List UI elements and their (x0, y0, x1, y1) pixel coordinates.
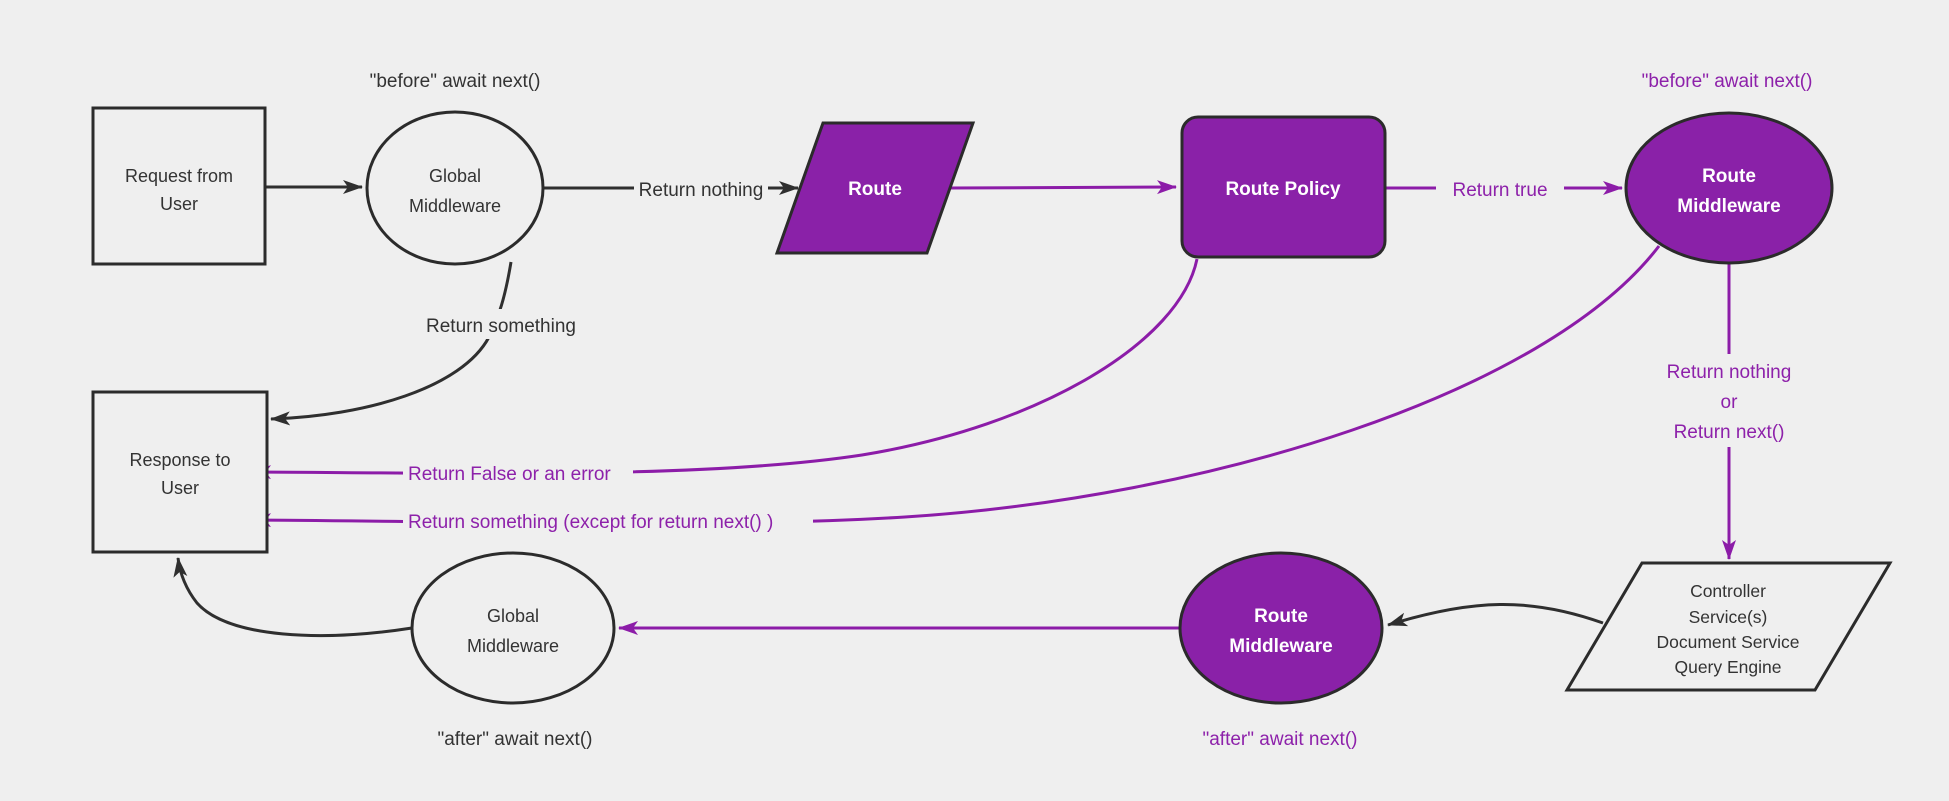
label-bg-return-false (403, 457, 633, 487)
node-response-to-user (91, 390, 269, 554)
node-request-from-user (91, 106, 267, 266)
node-global-mw-bottom-line2: Middleware (467, 636, 559, 656)
label-bg-return-something (404, 309, 598, 339)
node-route-mw-top-line1: Route (1702, 166, 1756, 187)
edge-label-before-await-next-purple: "before" await next() (1642, 71, 1813, 92)
node-request-line1: Request from (125, 166, 233, 186)
edge-global-mw-bottom-to-response (173, 557, 413, 637)
node-route-policy-label: Route Policy (1225, 179, 1341, 200)
node-controller-line3: Document Service (1657, 632, 1800, 652)
node-controller-services (1564, 561, 1893, 692)
edge-global-mw-top-to-response (270, 261, 513, 426)
edge-label-return-something: Return something (426, 316, 576, 337)
node-global-mw-bottom-line1: Global (487, 606, 539, 626)
node-controller-line2: Service(s) (1689, 607, 1768, 627)
node-route-policy (1180, 115, 1387, 259)
edge-label-return-something-except: Return something (except for return next… (408, 512, 773, 533)
edge-label-return-nothing-or-line3: Return next() (1674, 422, 1785, 443)
edge-label-return-nothing: Return nothing (639, 180, 764, 201)
edge-label-after-await-next-purple: "after" await next() (1203, 729, 1358, 750)
node-route-mw-top-line2: Middleware (1677, 196, 1780, 217)
node-controller-line4: Query Engine (1674, 657, 1781, 677)
node-request-line2: User (160, 194, 198, 214)
edge-label-return-nothing-or-line1: Return nothing (1667, 362, 1792, 383)
node-response-line2: User (161, 478, 199, 498)
node-global-middleware-top (365, 110, 545, 266)
node-controller-line1: Controller (1690, 581, 1766, 601)
edge-controller-to-route-mw-bottom (1387, 602, 1604, 627)
node-route-middleware-top (1624, 111, 1834, 265)
node-global-middleware-bottom (410, 551, 616, 705)
node-response-line1: Response to (129, 450, 230, 470)
edge-label-return-false-or-error: Return False or an error (408, 464, 611, 485)
node-global-mw-top-line2: Middleware (409, 196, 501, 216)
edge-label-return-true: Return true (1452, 180, 1547, 201)
node-route-label: Route (848, 179, 902, 200)
label-bg-return-nothing (634, 173, 768, 203)
node-route (774, 121, 976, 255)
node-global-mw-top-line1: Global (429, 166, 481, 186)
node-route-middleware-bottom (1178, 551, 1384, 705)
edge-label-after-await-next-black: "after" await next() (438, 729, 593, 750)
edge-route-policy-to-response (251, 258, 1199, 480)
node-route-mw-bottom-line1: Route (1254, 606, 1308, 627)
label-bg-return-nothing-or (1650, 354, 1808, 447)
edge-label-return-nothing-or-line2: or (1721, 392, 1739, 413)
label-bg-return-true (1436, 173, 1564, 203)
edge-label-before-await-next-black: "before" await next() (370, 71, 541, 92)
edge-route-to-route-policy (949, 180, 1177, 195)
label-bg-return-something-except (403, 505, 813, 535)
node-route-mw-bottom-line2: Middleware (1229, 636, 1332, 657)
